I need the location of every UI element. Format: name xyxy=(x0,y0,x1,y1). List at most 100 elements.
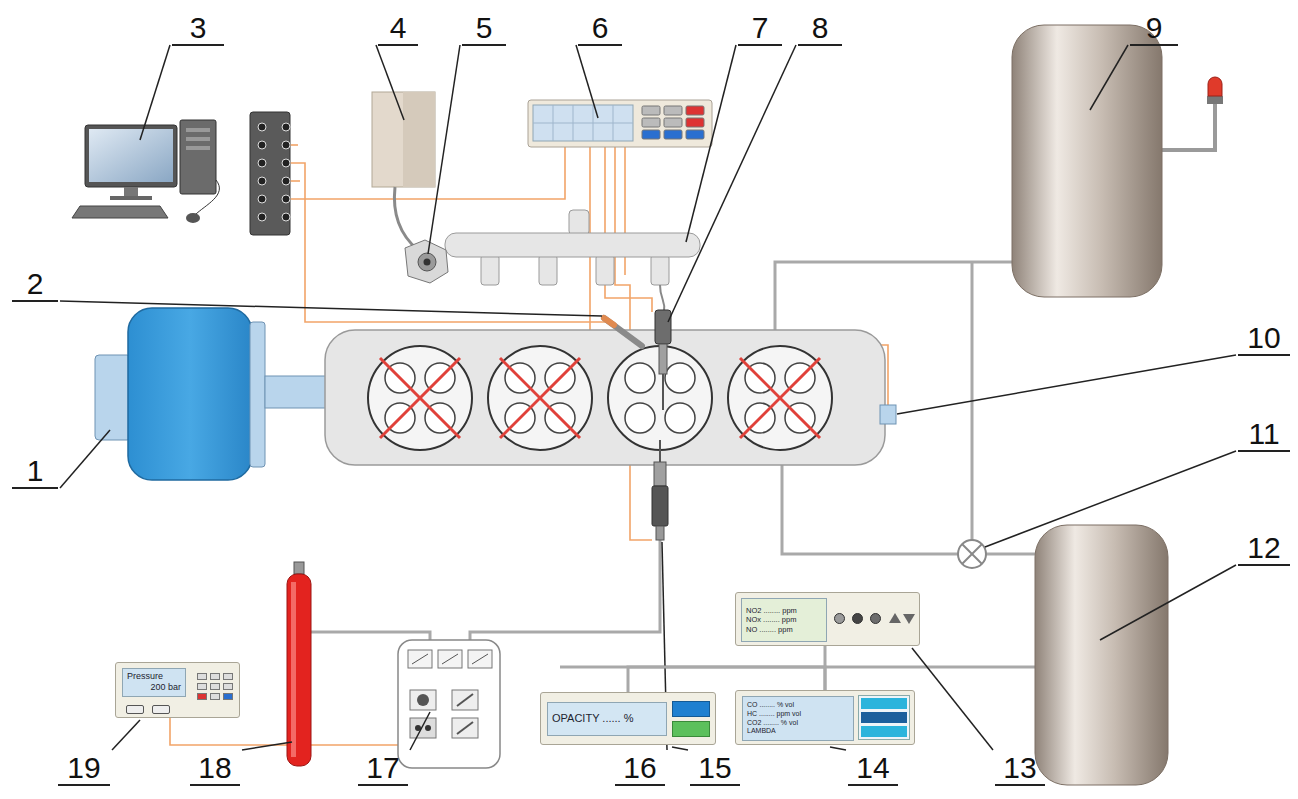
high-pressure-pump-part xyxy=(424,259,431,266)
keypad-key xyxy=(210,693,220,700)
connector-block-part xyxy=(282,159,290,167)
keypad-key xyxy=(197,693,207,700)
control-box-part xyxy=(403,92,435,187)
control-knob xyxy=(834,613,845,624)
leader-line xyxy=(912,648,993,750)
display-screen: NO2 ........ ppmNOx ........ ppmNO .....… xyxy=(741,598,827,642)
callout-number: 17 xyxy=(358,752,408,786)
pressure-sensor-part xyxy=(604,318,614,325)
leader-line xyxy=(428,45,460,254)
display-text: 200 bar xyxy=(150,682,181,693)
leader-line xyxy=(60,301,602,316)
callout-number: 12 xyxy=(1238,532,1290,566)
gas-control-unit-part xyxy=(417,694,429,706)
status-bar xyxy=(861,712,907,723)
gas-cylinder xyxy=(287,562,311,766)
signal-wire-part xyxy=(290,180,300,182)
exhaust-tank-part xyxy=(1162,102,1215,150)
three-way-valve-part xyxy=(962,544,982,564)
connector-block-part xyxy=(258,159,266,167)
display-text: LAMBDA xyxy=(747,727,776,736)
connector-block-part xyxy=(258,213,266,221)
exhaust-tank-part xyxy=(1012,25,1162,297)
callout-number: 16 xyxy=(615,752,665,786)
leader-line xyxy=(672,747,688,750)
keypad-key xyxy=(197,683,207,690)
leader-line xyxy=(410,712,430,750)
cylinder-part xyxy=(728,346,832,450)
arrow-button xyxy=(889,613,901,623)
gas-control-unit-part xyxy=(410,690,436,710)
gas-pipe-part xyxy=(782,465,958,554)
keypad-key xyxy=(210,683,220,690)
exhaust-tank-part xyxy=(1208,77,1222,96)
control-knob xyxy=(852,613,863,624)
dynamometer xyxy=(95,308,327,480)
cylinder-part xyxy=(380,358,460,438)
leader-line xyxy=(140,45,170,140)
leader-line xyxy=(1090,45,1128,110)
gas-pipe-part xyxy=(775,262,1012,330)
gas-control-unit-part xyxy=(457,694,473,706)
callout-number: 19 xyxy=(58,752,110,786)
measurement-panel-part xyxy=(642,130,660,139)
computer-part xyxy=(186,213,200,223)
connector-block-part xyxy=(250,112,290,235)
leader-line xyxy=(60,45,1236,750)
measurement-panel-part xyxy=(686,118,704,127)
leader-line xyxy=(376,45,404,120)
measurement-panel-part xyxy=(664,106,682,115)
keypad-key xyxy=(197,673,207,680)
engine-block xyxy=(325,330,896,465)
connector-block-part xyxy=(282,213,290,221)
button xyxy=(126,705,144,714)
callout-number: 15 xyxy=(690,752,740,786)
sampling-tank-part xyxy=(1035,525,1168,785)
injector-part xyxy=(662,374,664,410)
computer-part xyxy=(186,146,210,150)
control-knob xyxy=(870,613,881,624)
gas-control-unit-part xyxy=(457,722,473,734)
measurement-panel-part xyxy=(642,118,660,127)
gas-pipe-part xyxy=(299,570,430,640)
injector-part xyxy=(659,344,667,374)
connector-block-part xyxy=(258,195,266,203)
gas-control-unit xyxy=(398,640,500,768)
connector-block-part xyxy=(282,141,290,149)
callout-number: 10 xyxy=(1238,322,1290,356)
computer-part xyxy=(89,129,173,182)
exhaust-tank-part xyxy=(1207,96,1223,104)
pressure-display: Pressure200 bar xyxy=(115,662,240,718)
callout-number: 1 xyxy=(12,455,58,489)
cylinder-part xyxy=(368,346,472,450)
three-way-valve xyxy=(958,540,986,568)
callout-number: 8 xyxy=(798,12,842,46)
cylinder-part xyxy=(625,363,655,393)
high-pressure-pump xyxy=(405,240,448,283)
leader-line xyxy=(242,742,292,750)
computer-part xyxy=(186,137,210,141)
three-way-valve-part xyxy=(958,540,986,568)
control-box-part xyxy=(394,187,418,250)
connector-block-part xyxy=(258,123,266,131)
gas-sample-line xyxy=(824,646,827,690)
cylinder-part xyxy=(625,403,655,433)
common-rail-part xyxy=(539,255,557,285)
gas-control-unit-part xyxy=(438,650,462,668)
common-rail-part xyxy=(660,285,664,312)
gas-control-unit-part xyxy=(398,640,500,768)
opacity-meter: OPACITY ...... % xyxy=(540,692,716,745)
gas-pipe-part xyxy=(986,553,1035,556)
common-rail-part xyxy=(569,210,589,235)
gas-control-unit-part xyxy=(472,654,488,664)
cylinder-part xyxy=(380,358,460,438)
cylinder-pressure-sensor xyxy=(652,440,668,540)
signal-wire-part xyxy=(290,144,298,146)
injector-part xyxy=(655,310,671,344)
gas-control-unit-part xyxy=(412,654,428,664)
keypad-key xyxy=(210,673,220,680)
callout-number: 3 xyxy=(172,12,224,46)
status-bar xyxy=(861,698,907,709)
callout-number: 9 xyxy=(1130,12,1178,46)
